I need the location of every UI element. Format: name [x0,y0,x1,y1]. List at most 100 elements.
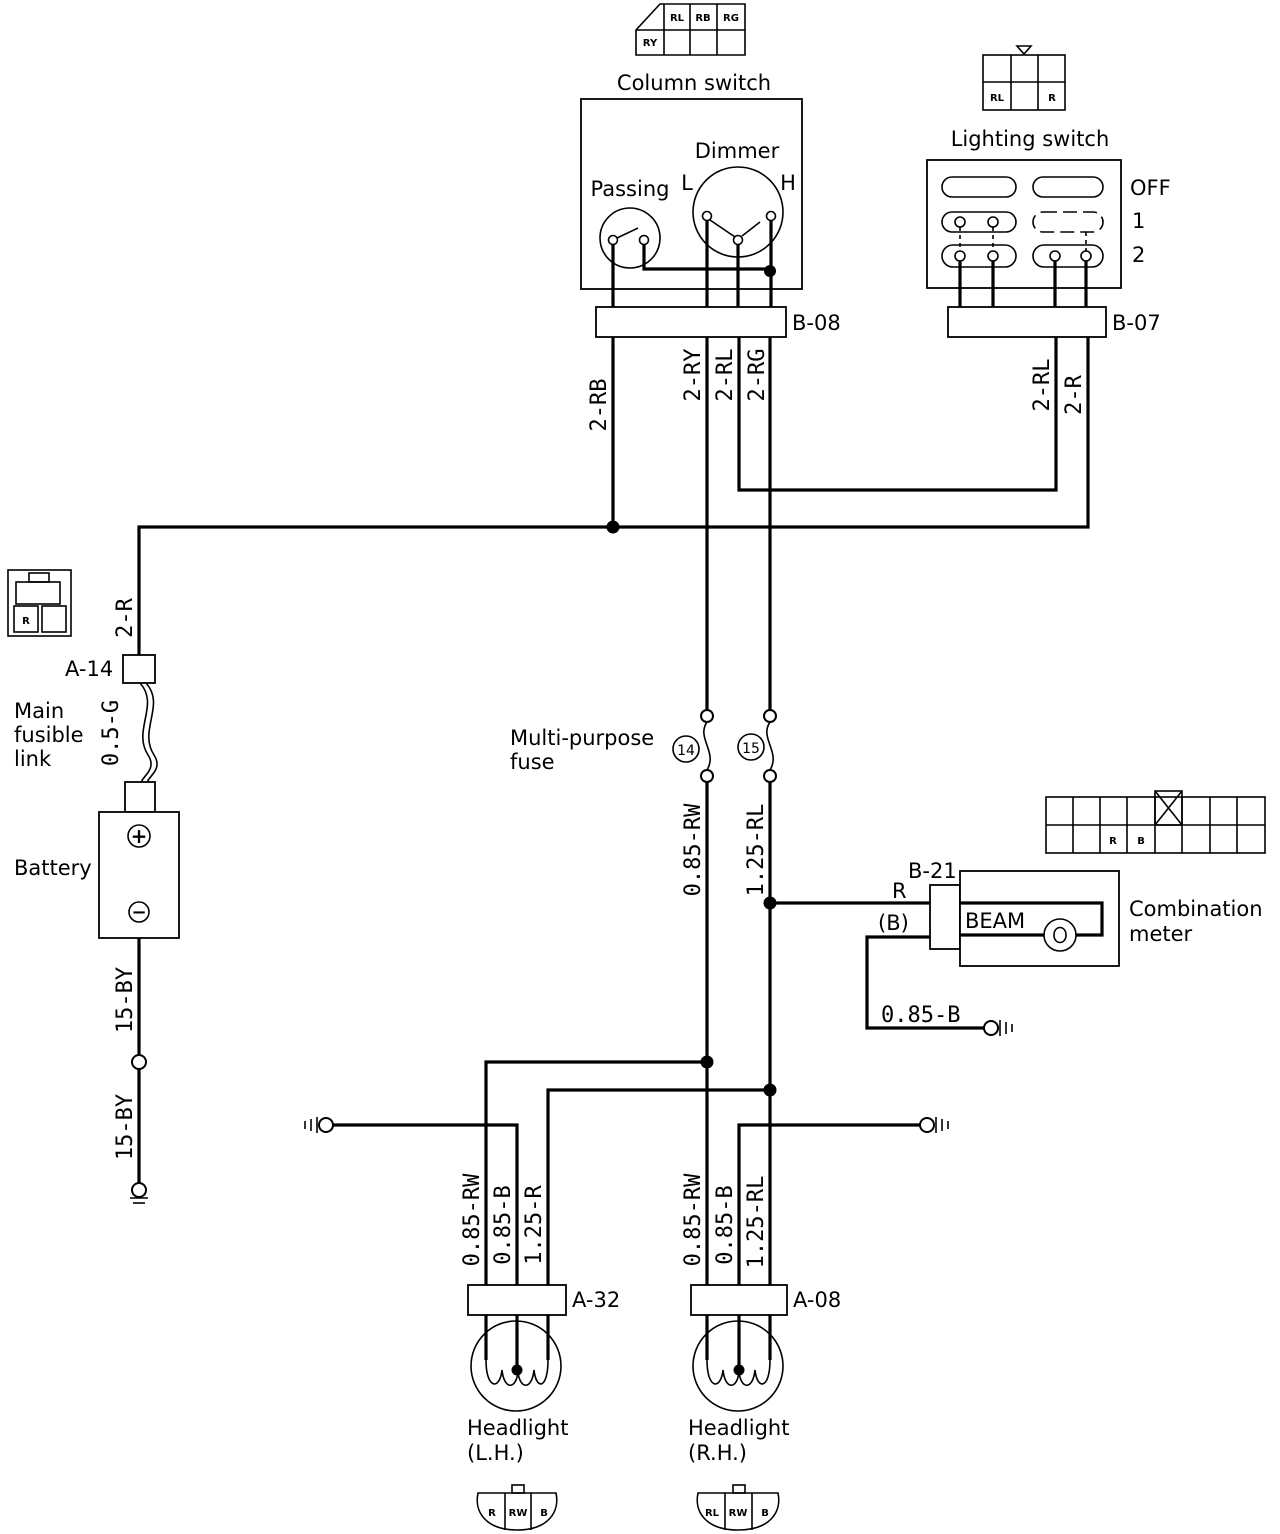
headlight-rh-label-1: Headlight [688,1416,789,1440]
pin-r: R [1048,93,1056,104]
ground-icon [304,1117,334,1133]
pin-rb: RB [695,13,710,24]
headlight-lh-label-2: (L.H.) [467,1441,524,1465]
wire-0-85-rw-label: 0.85-RW [681,1173,706,1266]
headlight-lh-label-1: Headlight [467,1416,568,1440]
dimmer-low-label: L [681,171,693,195]
column-switch-connector-face: RL RB RG RY [635,3,746,56]
b08-label: B-08 [792,311,841,335]
headlight-lh-bulb-icon [470,1315,562,1412]
a08-connector [690,1284,788,1316]
wire-0-85-rw-label: 0.85-RW [460,1173,485,1266]
battery-negative-icon [128,901,150,923]
wire-1-25-r-label: 1.25-R [522,1185,547,1265]
a08-label: A-08 [793,1288,841,1312]
main-fusible-link-label-2: fusible [14,723,84,747]
multi-purpose-fuse-label-2: fuse [510,750,555,774]
wire-0-85-b-label: 0.85-B [713,1185,738,1264]
column-switch-box [580,98,803,290]
wire-2-ry-label: 2-RY [681,349,706,402]
lighting-switch-connector-face: RL R [982,45,1066,111]
dimmer-switch [692,166,784,258]
headlight-rh-bulb-icon [692,1315,784,1412]
battery-box [98,811,180,939]
lighting-switch-label: Lighting switch [951,127,1110,151]
battery-minus-sign: − [131,902,146,923]
headlight-rh-connector-face: RL RW B [696,1484,780,1531]
beam-indicator-bulb-icon [1043,918,1077,952]
a14-connector [122,654,156,684]
junction-dot [763,896,777,910]
headlight-lh-connector-face: R RW B [476,1484,558,1531]
battery-positive-icon [127,824,151,848]
dimmer-label: Dimmer [695,139,780,163]
multi-purpose-fuse-label-1: Multi-purpose [510,726,654,750]
wire-15-by-label: 15-BY [113,967,138,1033]
pin-b: B [761,1508,769,1519]
b07-connector [947,306,1107,338]
pin-r: R [488,1508,496,1519]
b07-label: B-07 [1112,311,1161,335]
main-fusible-link-label-1: Main [14,699,64,723]
wire-0-85-rw-label: 0.85-RW [681,803,706,896]
wire-0-85-b-label: 0.85-B [491,1185,516,1264]
combination-meter-label-2: meter [1129,922,1193,946]
pin-rl: RL [705,1508,720,1519]
meter-wire-r-label: R [892,879,907,903]
b08-connector [595,306,787,338]
pin-r: R [22,616,30,627]
pin-rl: RL [670,13,685,24]
ground-terminal [131,1054,147,1070]
combination-meter-box [959,870,1120,967]
combination-meter-label-1: Combination [1129,897,1263,921]
main-fusible-link-label-3: link [14,747,52,771]
wire-2-rb-label: 2-RB [587,379,612,432]
pin-ry: RY [643,38,658,49]
position-2-label: 2 [1132,243,1145,267]
wire-2-rl-label: 2-RL [1030,359,1055,412]
wire-0-5-g-label: 0.5-G [99,700,124,766]
wire-15-by-label: 15-BY [113,1094,138,1160]
lighting-switch-contacts [941,176,1104,268]
b21-label: B-21 [908,859,957,883]
column-switch-label: Column switch [617,71,771,95]
pin-b: B [540,1508,548,1519]
fuse-14-number: 14 [677,743,695,759]
ground-icon [983,1020,1013,1036]
position-off-label: OFF [1130,176,1171,200]
fuse-15: 15 [737,709,777,783]
position-1-label: 1 [1132,209,1145,233]
pin-rl: RL [990,93,1005,104]
meter-wire-b-label: (B) [878,911,909,935]
pin-rw: RW [729,1508,748,1519]
a14-label: A-14 [65,657,113,681]
battery-terminal [124,781,156,813]
junction-dot [606,520,620,534]
wire-1-25-rl-label: 1.25-RL [744,804,769,897]
fuse-15-number: 15 [742,741,760,757]
combination-meter-connector-face: R B [1045,790,1266,854]
headlight-rh-label-2: (R.H.) [688,1441,747,1465]
pin-b: B [1137,836,1145,847]
pin-rg: RG [723,13,739,24]
wire-2-r-label: 2-R [1062,374,1087,414]
ground-icon [130,1182,148,1204]
dimmer-high-label: H [780,171,796,195]
wire-2-rl-label: 2-RL [713,349,738,402]
fusible-link-connector-face: R [7,569,72,637]
passing-label: Passing [591,177,670,201]
pin-rw: RW [509,1508,528,1519]
junction-dot [764,265,776,277]
wire-1-25-rl-label: 1.25-RL [744,1176,769,1269]
wire-2-rg-label: 2-RG [745,349,770,402]
b21-connector [929,884,961,950]
a32-label: A-32 [572,1288,620,1312]
wire-0-85-b-label: 0.85-B [881,1003,960,1028]
battery-plus-sign: + [131,824,148,848]
fuse-14: 14 [672,709,714,783]
ground-icon [919,1117,949,1133]
a32-connector [467,1284,567,1316]
beam-label: BEAM [965,909,1025,933]
pin-r: R [1109,836,1117,847]
